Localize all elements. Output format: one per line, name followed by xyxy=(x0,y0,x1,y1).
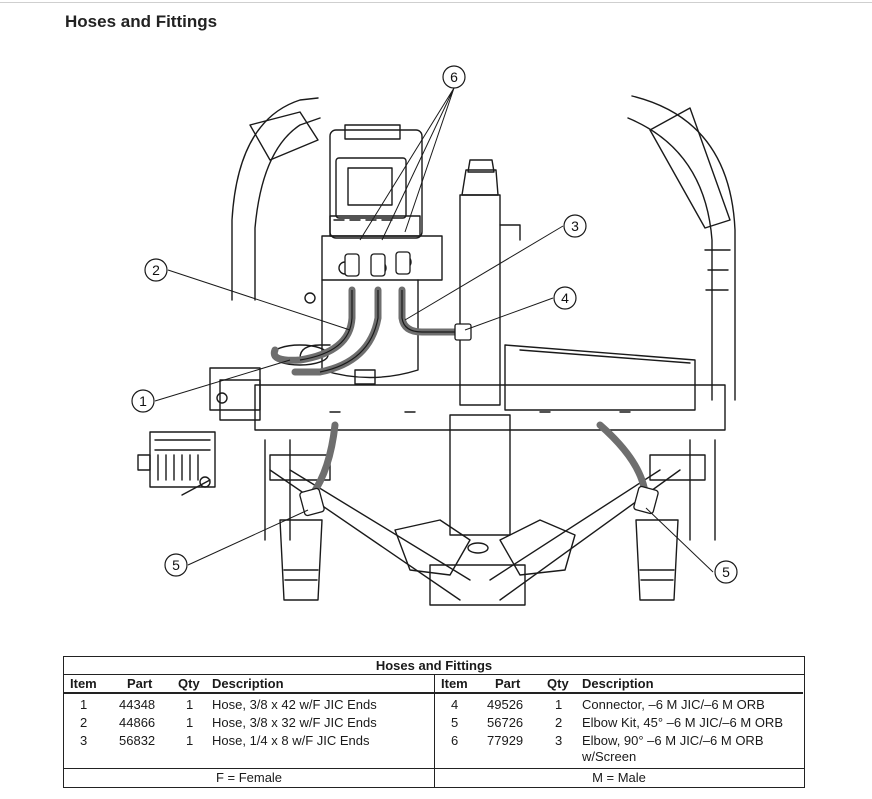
hose-1 xyxy=(270,286,356,364)
svg-text:6: 6 xyxy=(450,69,458,85)
leader-6 xyxy=(359,87,455,241)
footer-female: F = Female xyxy=(64,769,435,787)
leader-3 xyxy=(404,225,564,321)
svg-text:3: 3 xyxy=(571,218,579,234)
header-item: Item xyxy=(70,676,97,691)
elbow-fitting xyxy=(395,251,411,275)
table-footer: F = Female M = Male xyxy=(64,768,804,787)
mast xyxy=(459,194,501,406)
callout-1: 1 xyxy=(131,389,155,413)
table-title: Hoses and Fittings xyxy=(64,657,804,675)
leader-5b xyxy=(645,507,714,573)
callout-2: 2 xyxy=(144,258,168,282)
table-right-half: Item Part Qty Description 4 49526 1 Conn… xyxy=(435,675,803,770)
left-cylinder xyxy=(279,519,323,601)
connector-fitting xyxy=(454,323,472,341)
hose-3 xyxy=(398,286,459,336)
header-qty: Qty xyxy=(178,676,200,691)
leader-4 xyxy=(464,297,554,331)
elbow-fitting xyxy=(344,253,360,277)
hose-lower-right xyxy=(596,421,649,496)
header-part: Part xyxy=(495,676,521,691)
table-left-half: Item Part Qty Description 1 44348 1 Hose… xyxy=(64,675,435,770)
center-column xyxy=(449,414,511,536)
table-row: 1 44348 1 Hose, 3/8 x 42 w/F JIC Ends xyxy=(80,697,377,712)
header-part: Part xyxy=(127,676,153,691)
right-frame-arch xyxy=(631,95,736,401)
chassis xyxy=(254,384,726,431)
callout-5-left: 5 xyxy=(164,553,188,577)
left-frame-arch xyxy=(231,97,319,301)
top-divider xyxy=(0,2,872,3)
leader-1 xyxy=(154,359,291,402)
page-title: Hoses and Fittings xyxy=(65,12,218,31)
header-description: Description xyxy=(582,676,654,691)
cross-brace xyxy=(269,469,681,601)
leader-2 xyxy=(167,269,351,331)
elbow-kit-left xyxy=(299,487,325,517)
table-row: 4 49526 1 Connector, –6 M JIC/–6 M ORB xyxy=(451,697,765,712)
left-frame-inner xyxy=(254,117,321,301)
svg-text:2: 2 xyxy=(152,262,160,278)
table-row: 6 77929 3 Elbow, 90° –6 M JIC/–6 M ORB w… xyxy=(451,733,764,764)
elbow-kit-right xyxy=(633,485,659,515)
callout-5-right: 5 xyxy=(714,560,738,584)
header-description: Description xyxy=(212,676,284,691)
elbow-fitting xyxy=(370,253,386,277)
callout-3: 3 xyxy=(563,214,587,238)
footer-male: M = Male xyxy=(592,770,646,785)
parts-table: Hoses and Fittings Item Part Qty Descrip… xyxy=(63,656,805,788)
header-item: Item xyxy=(441,676,468,691)
left-handle xyxy=(249,111,319,161)
svg-text:1: 1 xyxy=(139,393,147,409)
right-cylinder xyxy=(635,519,679,601)
right-handle xyxy=(649,107,731,229)
svg-text:4: 4 xyxy=(561,290,569,306)
table-body: Item Part Qty Description 1 44348 1 Hose… xyxy=(64,675,804,770)
right-frame-inner xyxy=(627,117,713,401)
table-row: 2 44866 1 Hose, 3/8 x 32 w/F JIC Ends xyxy=(80,715,377,730)
hose-diagram: 6 3 2 4 1 5 5 xyxy=(131,65,738,606)
valve-body xyxy=(329,129,423,239)
hose-lower-left xyxy=(308,421,339,499)
svg-text:5: 5 xyxy=(172,557,180,573)
table-row: 3 56832 1 Hose, 1/4 x 8 w/F JIC Ends xyxy=(80,733,370,748)
callout-4: 4 xyxy=(553,286,577,310)
svg-text:5: 5 xyxy=(722,564,730,580)
leader-5a xyxy=(187,509,309,566)
table-row: 5 56726 2 Elbow Kit, 45° –6 M JIC/–6 M O… xyxy=(451,715,783,730)
callout-6: 6 xyxy=(442,65,466,89)
header-qty: Qty xyxy=(547,676,569,691)
right-beam xyxy=(504,344,696,411)
